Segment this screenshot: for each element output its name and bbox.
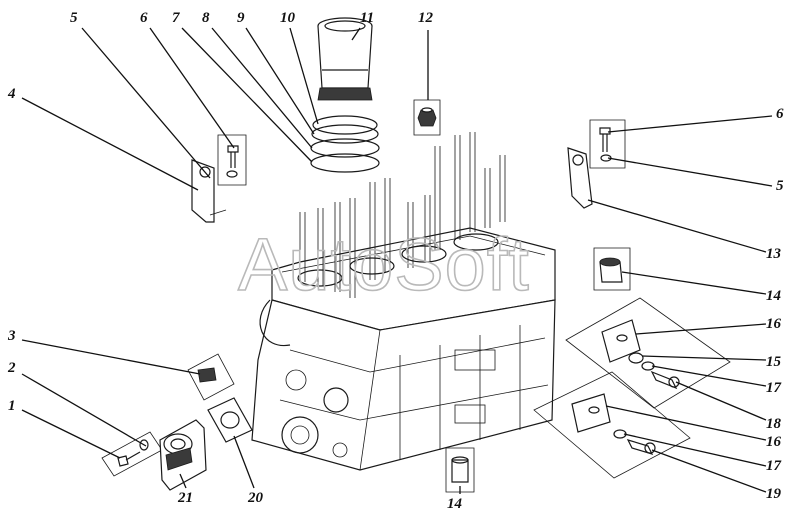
callout-14-bottom: 14 [447,496,463,512]
pump-housing [159,419,207,491]
callout-6-right: 6 [776,106,784,122]
callout-15: 15 [766,354,782,370]
callout-11-leader [351,27,361,41]
callout-5-right: 5 [776,178,784,194]
callout-20-leader [233,435,255,489]
callout-18-leader [675,381,767,421]
callout-17-top-leader [651,365,767,387]
plate-assembly-upper [565,297,731,409]
callout-5-left: 5 [70,10,78,26]
bushing-top [593,247,631,291]
cylinder-liner [317,17,373,101]
piston-rings [310,115,380,173]
callout-3-leader [21,339,201,375]
callout-5-right-leader [607,157,773,187]
gasket-part [207,397,253,443]
callout-14-top-leader [621,271,767,295]
callout-17-top: 17 [766,380,782,396]
nut-part [413,99,441,136]
callout-8: 8 [202,10,210,26]
callout-13-leader [587,199,767,253]
callout-6-left-leader [149,27,235,149]
callout-15-leader [641,355,767,361]
callout-4-leader [21,97,199,191]
callout-4: 4 [7,86,16,102]
lifting-bracket-left [191,134,247,223]
callout-1-leader [21,409,121,459]
callout-16-bottom-leader [605,405,767,441]
plug-part [187,353,235,401]
callout-7: 7 [172,10,180,26]
callout-7-leader [181,27,313,163]
bushing-bottom [445,447,475,493]
callout-19-leader [651,449,767,493]
callout-16-top: 16 [766,316,782,332]
callout-17-bottom-leader [623,433,767,467]
callout-18: 18 [766,416,782,432]
callout-10-leader [289,27,319,125]
callout-5-left-leader [81,27,211,179]
engine-block [251,132,556,471]
watermark-text: AutoSoft [238,223,530,306]
callout-14-top: 14 [766,288,782,304]
callout-10: 10 [280,10,296,26]
callout-13: 13 [766,246,782,262]
callout-8-leader [211,27,313,149]
callout-12: 12 [418,10,434,26]
callout-20: 20 [247,490,264,506]
callout-6-left: 6 [140,10,148,26]
callout-16-bottom: 16 [766,434,782,450]
callout-2-leader [21,373,147,447]
callout-2: 2 [7,360,16,376]
lifting-bracket-right [567,119,626,209]
callout-21-leader [179,473,187,489]
leader-lines [21,27,773,494]
callout-11: 11 [360,10,374,26]
plate-assembly-lower [533,371,691,479]
callout-1: 1 [8,398,16,414]
callout-16-top-leader [635,323,767,335]
callout-17-bottom: 17 [766,458,782,474]
callout-9: 9 [237,10,245,26]
callout-9-leader [245,27,315,135]
callout-3: 3 [7,328,16,344]
callout-6-right-leader [607,115,773,133]
callout-19: 19 [766,486,782,502]
callout-21: 21 [177,490,193,506]
